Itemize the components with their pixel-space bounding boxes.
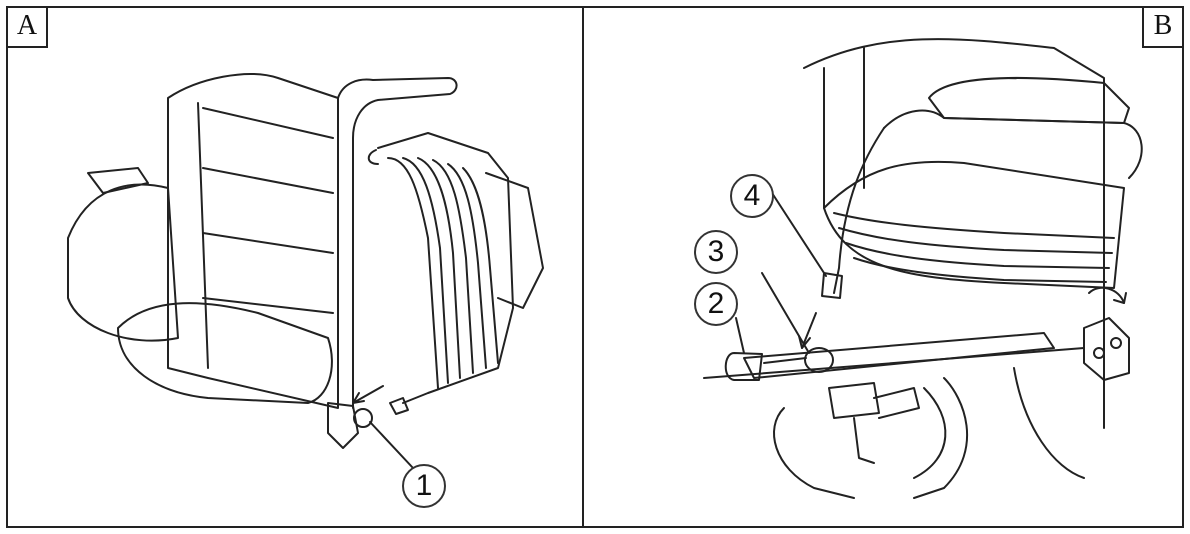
callout-2: 2 xyxy=(694,282,738,326)
figure-frame: A 1 xyxy=(6,6,1184,528)
callout-3: 3 xyxy=(694,230,738,274)
panel-b: B 4 3 2 xyxy=(584,8,1182,526)
panel-a-illustration xyxy=(67,73,544,469)
callout-4: 4 xyxy=(730,174,774,218)
panel-b-illustration xyxy=(703,38,1143,499)
panel-a: A 1 xyxy=(8,8,584,526)
panel-b-label: B xyxy=(1142,8,1182,48)
panel-a-label: A xyxy=(8,8,48,48)
callout-1: 1 xyxy=(402,464,446,508)
